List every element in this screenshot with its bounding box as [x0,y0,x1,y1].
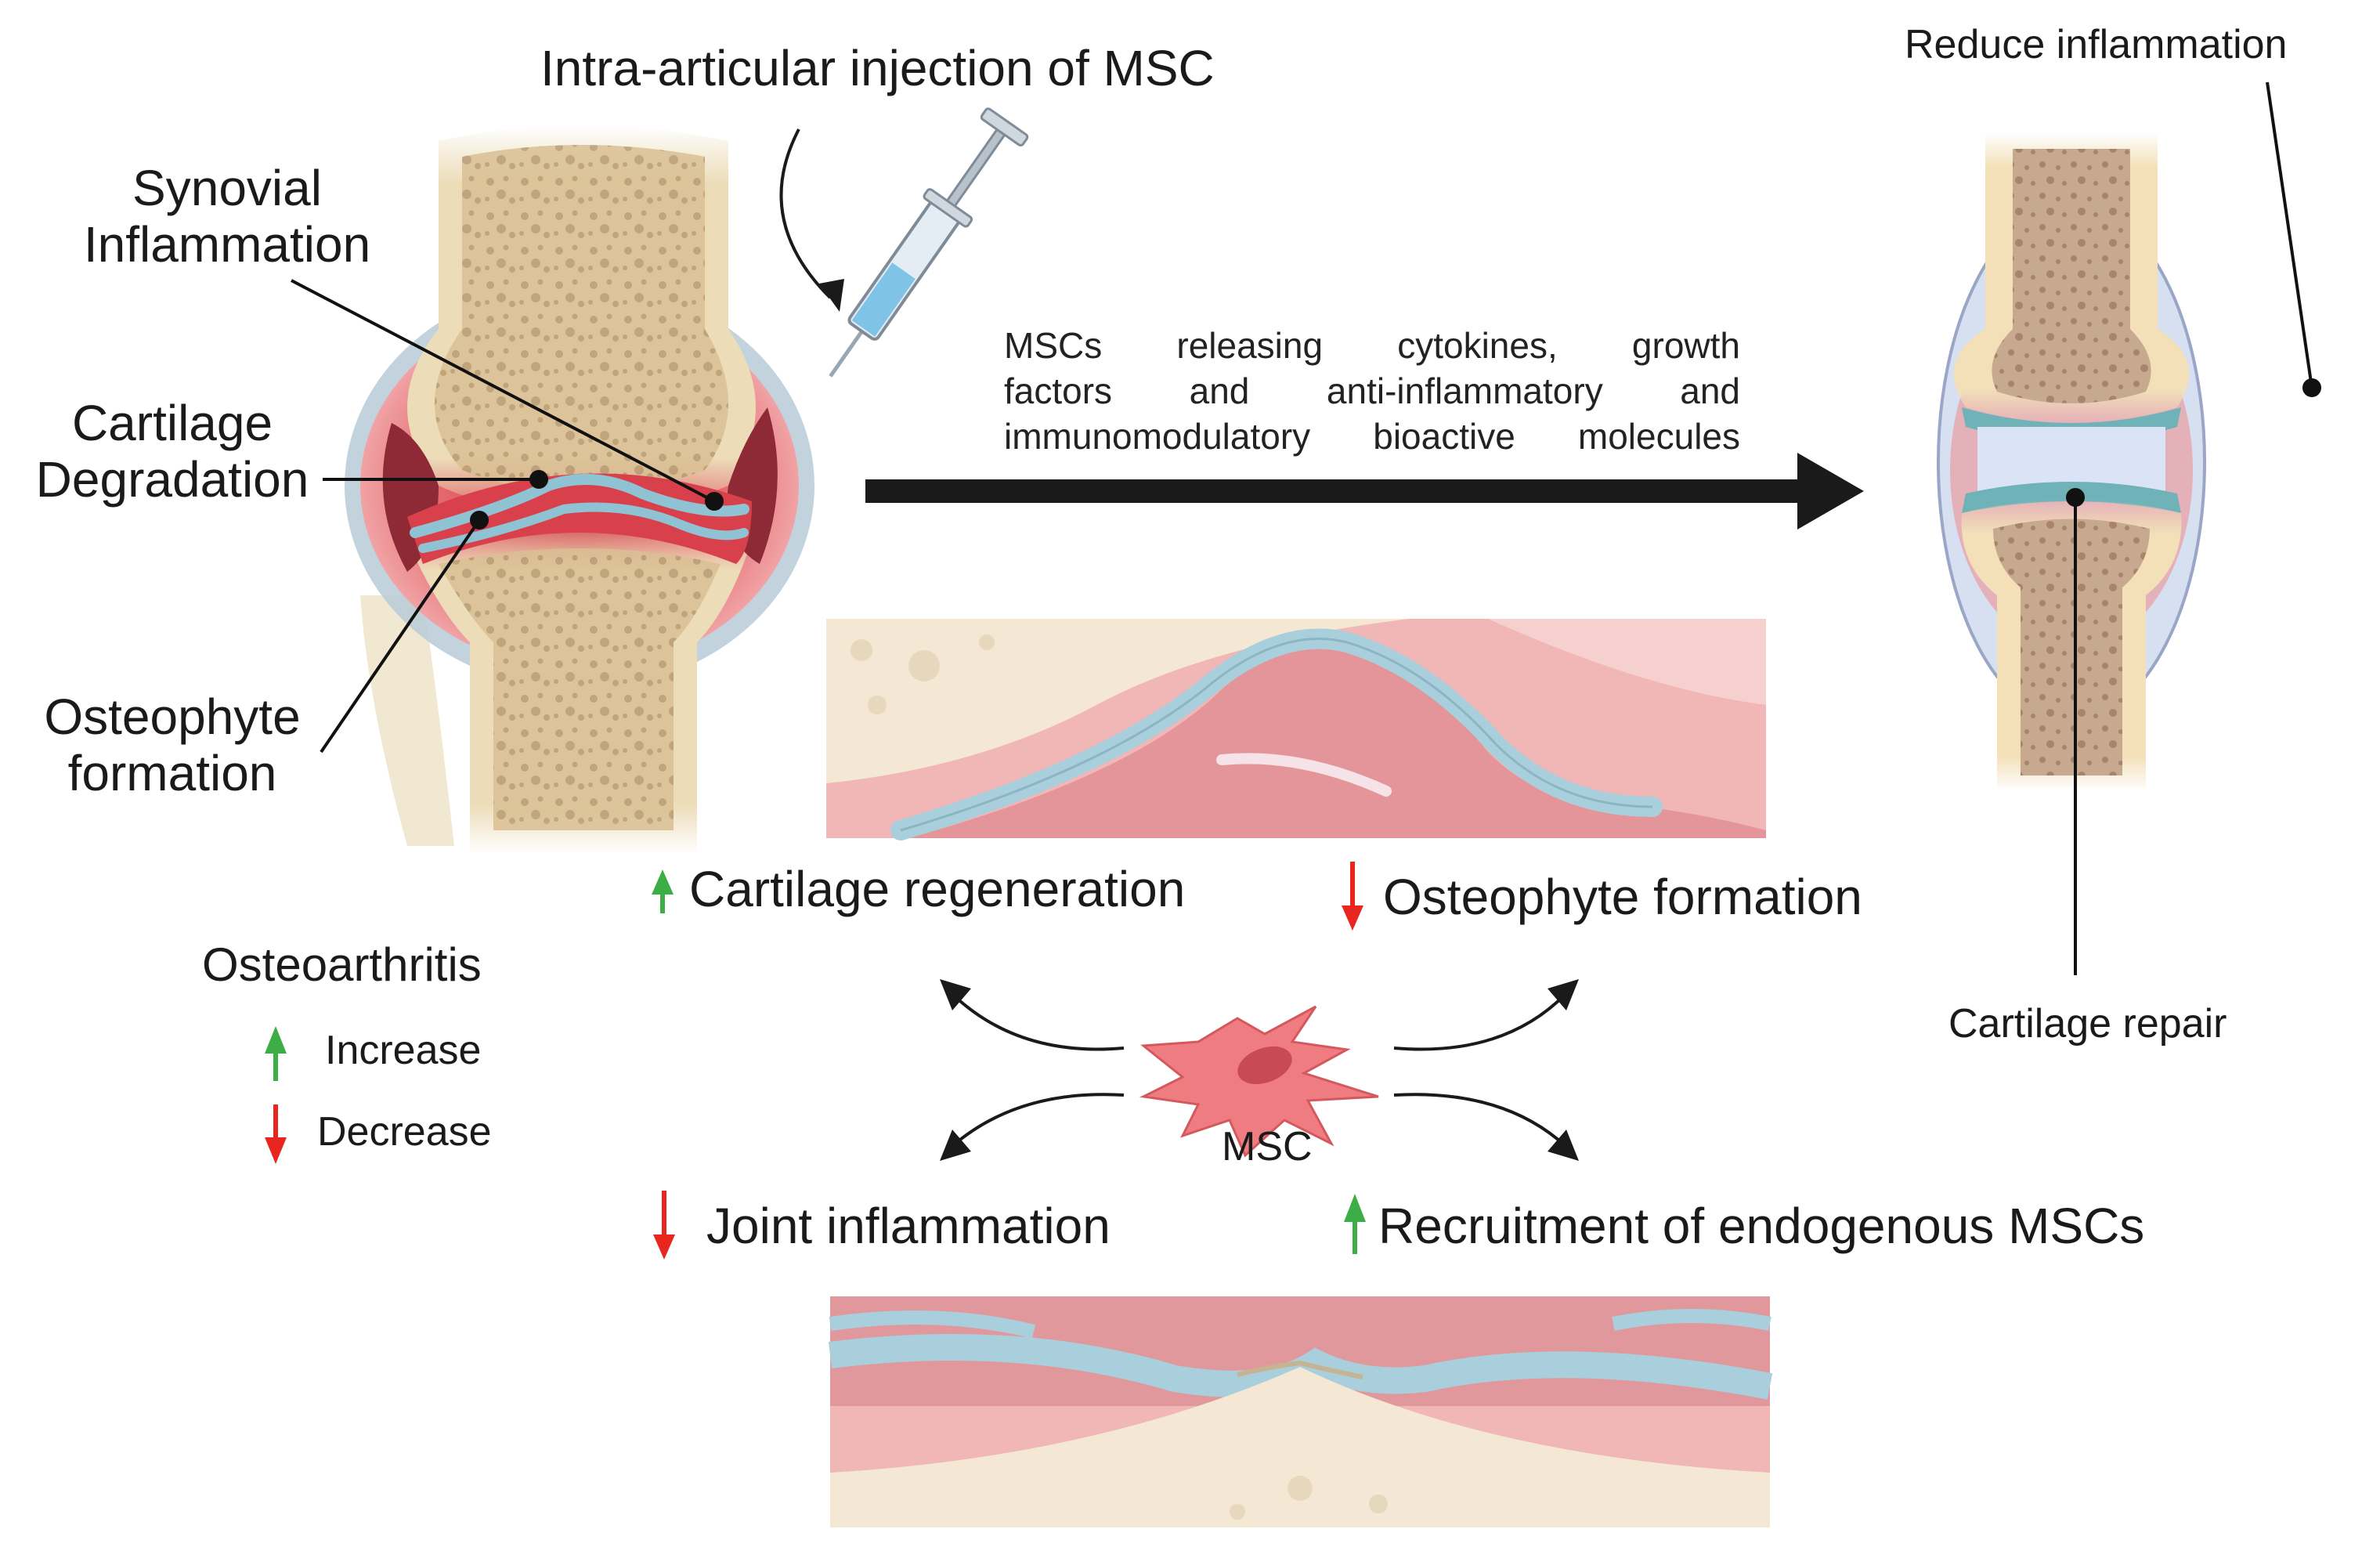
healthy-knee-illustration [1937,133,2206,791]
legend-increase-arrow-icon [265,1026,287,1081]
main-treatment-arrow [865,453,1864,530]
cartilage-repair-label: Cartilage repair [1948,1001,2227,1046]
healthy-knee-leader-lines [2066,81,2321,975]
legend-decrease-arrow-icon [265,1104,287,1164]
osteophyte-formation-label-line2: formation [67,744,277,801]
cartilage-degradation-label-line2: Degradation [35,450,309,508]
recruitment-label: Recruitment of endogenous MSCs [1378,1198,2145,1254]
msc-effect-arrows [950,992,1568,1148]
increase-arrow-icon [1344,1194,1366,1254]
cartilage-degradation-label: Cartilage Degradation [16,395,329,508]
osteophyte-formation-label: Osteophyte formation [16,689,329,801]
osteoarthritis-leader-lines [291,279,724,754]
msc-release-line3: immunomodulatory bioactive molecules [1004,416,1740,457]
legend-title: Osteoarthritis [202,938,482,991]
osteophyte-formation-effect-label: Osteophyte formation [1383,869,1862,925]
decrease-arrow-icon [1342,862,1363,931]
synovial-inflammation-label: Synovial Inflammation [63,160,392,273]
decrease-arrow-icon [653,1191,675,1260]
injection-curved-arrow [779,128,844,312]
msc-release-line1: MSCs releasing cytokines, growth [1004,325,1740,366]
injection-label: Intra-articular injection of MSC [540,40,1215,96]
msc-release-description: MSCs releasing cytokines, growth factors… [1004,323,1740,459]
legend-decrease-label: Decrease [317,1109,492,1155]
increase-arrow-icon [652,869,674,913]
osteoarthritic-knee-illustration [345,107,1029,854]
cartilage-regeneration-label: Cartilage regeneration [689,861,1186,917]
synovial-inflammation-label-line2: Inflammation [83,215,371,273]
synovial-inflammation-label-line1: Synovial [132,160,322,216]
legend-increase-label: Increase [325,1028,482,1073]
msc-release-line2: factors and anti-inflammatory and [1004,371,1740,411]
joint-inflammation-label: Joint inflammation [706,1198,1111,1254]
osteophyte-formation-label-line1: Osteophyte [44,689,301,745]
msc-effect-arrowheads [940,979,1579,1161]
reduce-inflammation-label: Reduce inflammation [1905,22,2288,67]
joint-inflammation-tissue-panel [828,1296,1773,1527]
msc-cell-label: MSC [1222,1124,1313,1169]
msc-cell [1139,1005,1379,1158]
cartilage-regeneration-tissue-panel [826,619,1766,840]
cartilage-degradation-label-line1: Cartilage [71,395,273,451]
